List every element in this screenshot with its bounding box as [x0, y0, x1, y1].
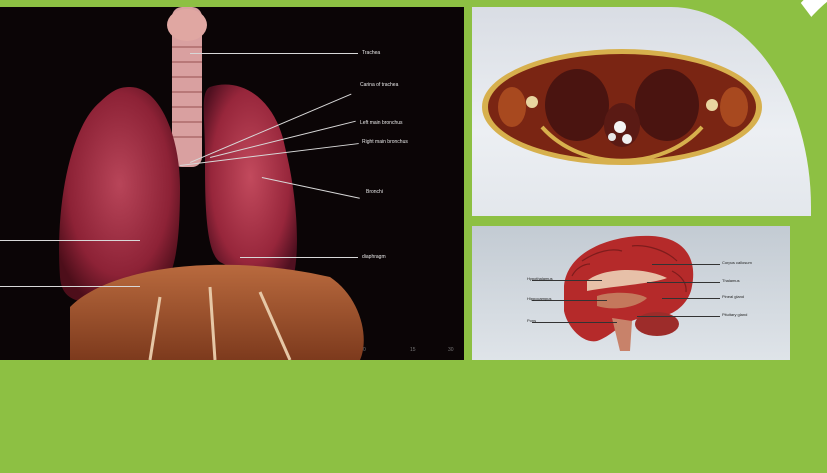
label-pituitary: Pituitary gland	[722, 312, 747, 317]
label-diaphragm: diaphragm	[362, 254, 386, 260]
label-hypothalamus: Hypothalamus	[527, 276, 553, 281]
leader-line-left-2	[0, 286, 140, 287]
leader-line-corpus-callosum	[652, 264, 720, 265]
brain-illustration	[472, 226, 790, 360]
label-pons: Pons	[527, 318, 536, 323]
label-thalamus: Thalamus	[722, 278, 740, 283]
leader-line-diaphragm	[240, 257, 358, 258]
leader-line-pituitary	[637, 316, 720, 317]
ruler-tick: 30	[448, 347, 454, 353]
leader-line-left-1	[0, 240, 140, 241]
leader-line-thalamus	[647, 282, 720, 283]
label-corpus-callosum: Corpus callosum	[722, 260, 752, 265]
label-left-bronchus: Left main bronchus	[360, 120, 403, 126]
label-carina: Carina of trachea	[360, 82, 398, 88]
lungs-anatomy-panel[interactable]: Trachea Carina of trachea Left main bron…	[0, 7, 464, 360]
leader-line-pons	[532, 322, 617, 323]
label-hippocampus: Hippocampus	[527, 296, 551, 301]
leader-line-pineal	[662, 298, 720, 299]
lungs-illustration	[0, 7, 464, 360]
leader-line-trachea	[190, 53, 358, 54]
ruler-tick: 15	[410, 347, 416, 353]
ruler-tick: 0	[363, 347, 366, 353]
label-trachea: Trachea	[362, 50, 380, 56]
label-right-bronchus: Right main bronchus	[362, 139, 408, 145]
label-pineal: Pineal gland	[722, 294, 744, 299]
brain-sagittal-panel[interactable]: Hypothalamus Hippocampus Pons Corpus cal…	[472, 226, 790, 360]
label-bronchi: Bronchi	[366, 189, 383, 195]
